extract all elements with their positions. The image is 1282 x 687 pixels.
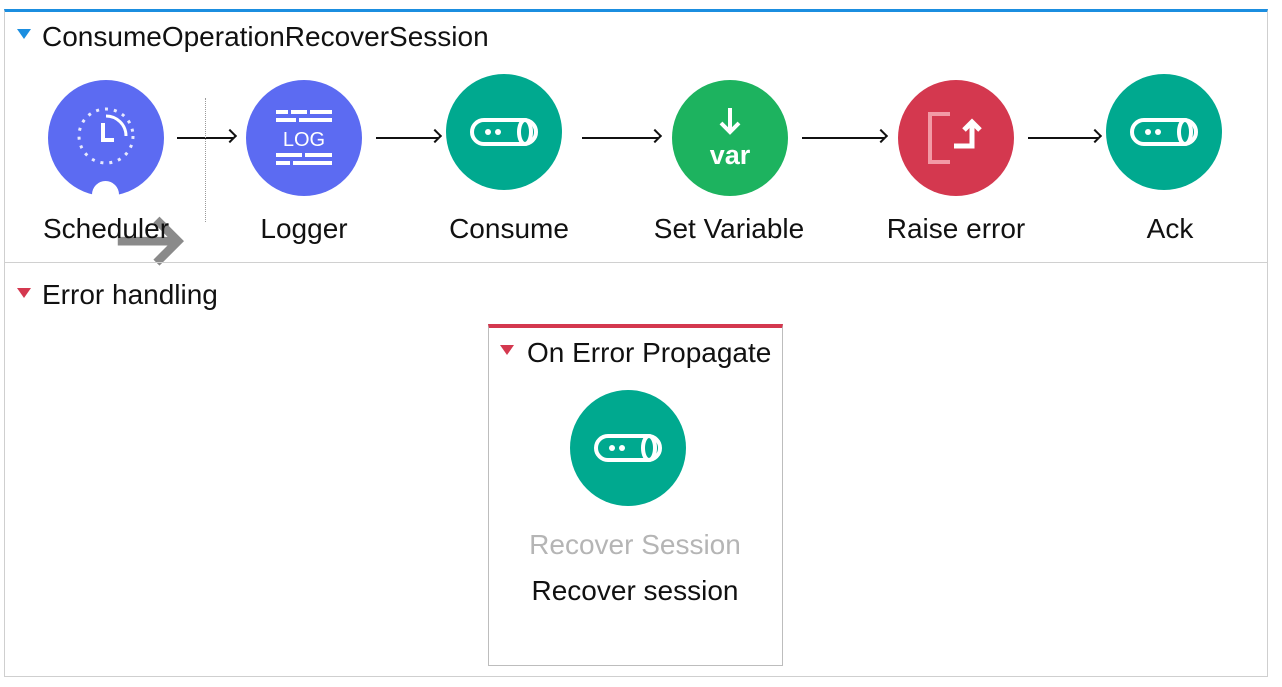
- source-divider: [205, 98, 206, 222]
- queue-icon: [1130, 118, 1198, 146]
- scheduler-label: Scheduler: [42, 213, 170, 244]
- error-handling-title[interactable]: Error handling: [42, 279, 218, 310]
- source-badge: [92, 181, 185, 266]
- connector-arrow: [582, 137, 658, 139]
- consume-label: Consume: [449, 213, 569, 244]
- connector-arrow: [1028, 137, 1098, 139]
- raise-error-icon: [928, 112, 982, 164]
- logger-label: Logger: [260, 213, 348, 244]
- scheduler-node[interactable]: [48, 80, 185, 266]
- connector-arrow: [376, 137, 438, 139]
- flow-title[interactable]: ConsumeOperationRecoverSession: [42, 21, 489, 52]
- collapse-handler-icon[interactable]: [500, 345, 514, 355]
- ack-label: Ack: [1146, 213, 1194, 244]
- recover-session-sublabel: Recover Session: [529, 529, 741, 560]
- logger-node[interactable]: LOG: [246, 80, 362, 196]
- arrow-right-icon: [117, 216, 185, 266]
- svg-text:LOG: LOG: [283, 129, 325, 151]
- raise-error-node[interactable]: [898, 80, 1014, 196]
- connector-arrow: [802, 137, 884, 139]
- raise-error-label: Raise error: [886, 213, 1026, 244]
- queue-icon: [470, 118, 538, 146]
- svg-text:var: var: [710, 140, 751, 170]
- clock-icon: [77, 107, 135, 165]
- flow-canvas: [4, 9, 1268, 677]
- recover-session-label: Recover session: [531, 575, 739, 606]
- set-variable-label: Set Variable: [653, 213, 805, 244]
- collapse-flow-icon[interactable]: [17, 29, 31, 39]
- collapse-error-handling-icon[interactable]: [17, 288, 31, 298]
- var-icon: var: [710, 108, 751, 170]
- recover-session-node[interactable]: [570, 390, 686, 506]
- log-icon: LOG: [276, 110, 332, 165]
- queue-icon: [594, 434, 662, 462]
- ack-node[interactable]: [1106, 74, 1222, 190]
- section-divider: [5, 262, 1267, 263]
- handler-title[interactable]: On Error Propagate: [527, 337, 772, 368]
- set-variable-node[interactable]: var: [672, 80, 788, 196]
- consume-node[interactable]: [446, 74, 562, 190]
